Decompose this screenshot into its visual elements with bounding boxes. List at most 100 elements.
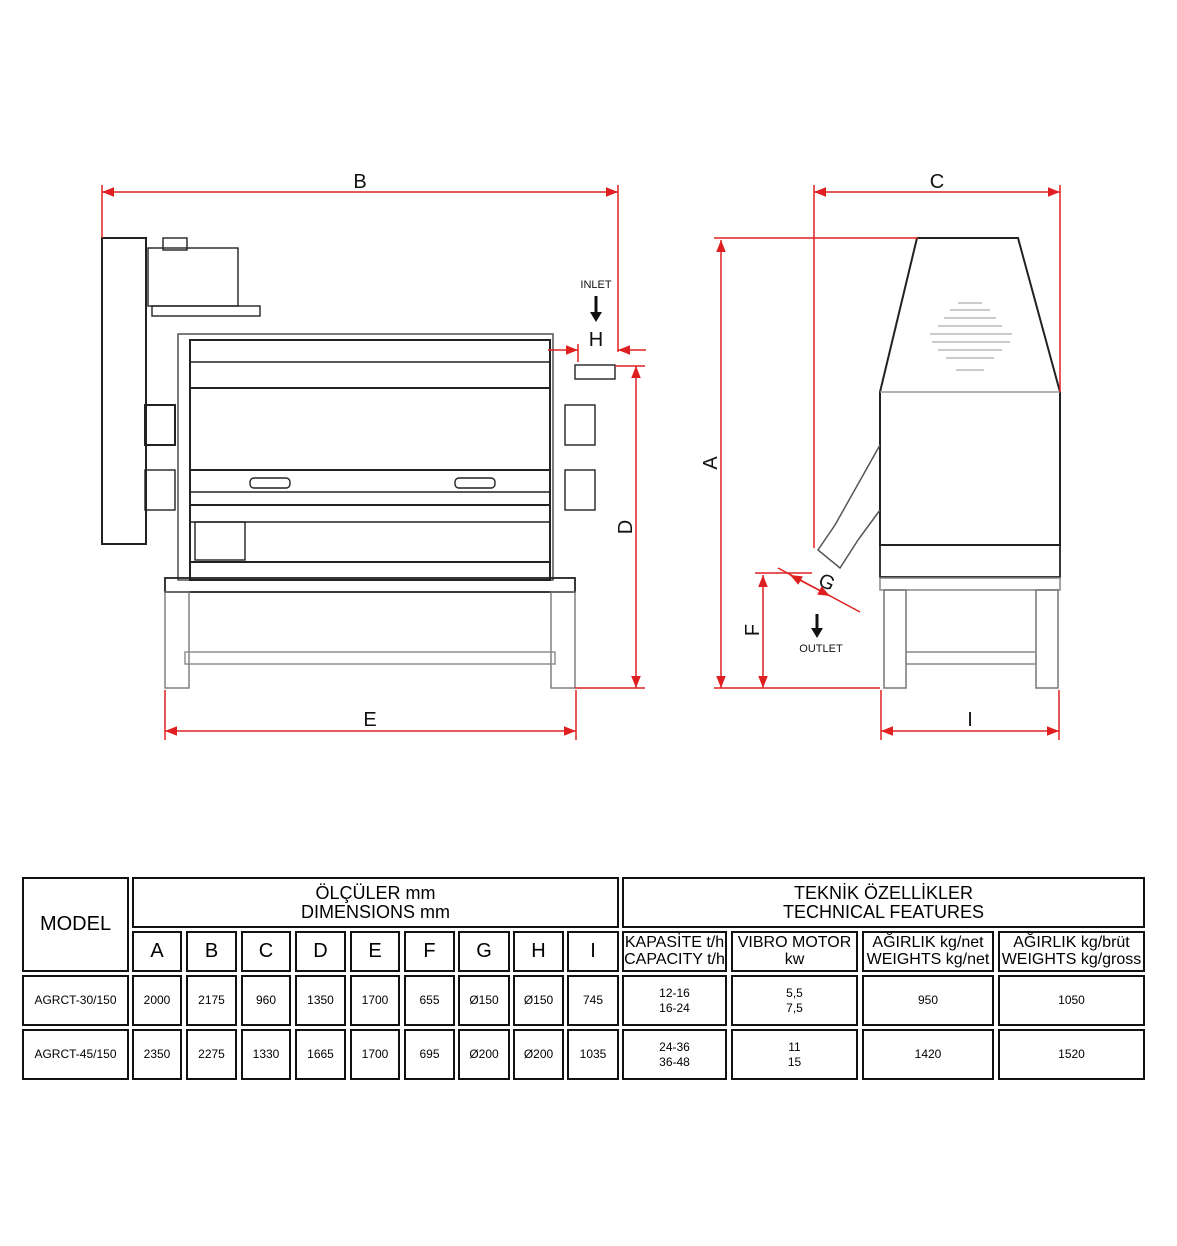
dim-label-h: H <box>589 329 603 351</box>
dim-column-header: B <box>186 931 237 972</box>
gross-weight-cell: 1520 <box>998 1029 1145 1080</box>
outlet-arrow-icon <box>811 614 823 638</box>
tech-column-header-text: kw <box>784 950 805 968</box>
dim-value-cell-text: 2350 <box>143 1047 171 1062</box>
front-view <box>101 237 616 689</box>
dim-label-a: A <box>700 456 722 470</box>
dim-column-header: A <box>132 931 182 972</box>
motor-cell-text: 15 <box>787 1054 802 1069</box>
dim-value-cell: Ø150 <box>513 975 564 1026</box>
dim-value-cell: Ø200 <box>513 1029 564 1080</box>
inlet-arrow-icon <box>590 296 602 322</box>
dim-value-cell: 2275 <box>186 1029 237 1080</box>
dim-value-cell: 2000 <box>132 975 182 1026</box>
technical-drawing: B C A D F E I G H INLET OUTLET <box>101 171 1061 740</box>
dim-value-cell-text: 2175 <box>198 993 225 1008</box>
tech-column-header-text: AĞIRLIK kg/net <box>872 933 984 951</box>
dim-value-cell: 2350 <box>132 1029 182 1080</box>
capacity-cell-text: 12-16 <box>659 985 690 1000</box>
dim-value-cell: Ø150 <box>458 975 510 1026</box>
capacity-cell-text: 24-36 <box>659 1039 690 1054</box>
dim-value-cell: 1665 <box>295 1029 346 1080</box>
net-weight-cell: 950 <box>862 975 994 1026</box>
dim-value-cell-text: 1700 <box>361 1047 389 1062</box>
dim-value-cell-text: Ø200 <box>523 1047 554 1062</box>
dim-column-header: D <box>295 931 346 972</box>
dim-column-header-text: H <box>531 940 546 962</box>
dim-value-cell-text: 1700 <box>361 993 389 1008</box>
dim-value-cell-text: 745 <box>582 993 604 1008</box>
dim-label-e: E <box>363 709 376 731</box>
dim-value-cell-text: 1330 <box>252 1047 280 1062</box>
gross-weight-cell-text: 1520 <box>1058 1047 1085 1062</box>
side-view <box>816 237 1061 689</box>
dim-value-cell: 2175 <box>186 975 237 1026</box>
dim-value-cell-text: 1035 <box>579 1047 607 1062</box>
dim-value-cell: 960 <box>241 975 291 1026</box>
dim-value-cell: 1035 <box>567 1029 619 1080</box>
dim-column-header-text: I <box>590 940 596 962</box>
model-cell: AGRCT-45/150 <box>22 1029 129 1080</box>
dimensions-header-tr: ÖLÇÜLER mm <box>315 882 436 903</box>
net-weight-cell-text: 950 <box>917 993 939 1008</box>
dim-label-b: B <box>353 171 366 193</box>
technical-header-tr: TEKNİK ÖZELLİKLER <box>793 882 974 903</box>
model-cell-text: AGRCT-30/150 <box>34 993 117 1008</box>
dim-column-header-text: D <box>313 940 328 962</box>
dim-label-d: D <box>615 520 637 534</box>
dim-value-cell-text: Ø150 <box>469 993 499 1008</box>
dim-column-header: G <box>458 931 510 972</box>
dim-label-i: I <box>967 709 973 731</box>
dim-column-header: C <box>241 931 291 972</box>
dim-value-cell-text: 960 <box>255 993 277 1008</box>
dim-value-cell: 655 <box>404 975 455 1026</box>
tech-column-header-text: WEIGHTS kg/gross <box>1001 950 1142 968</box>
dim-label-g: G <box>815 569 838 596</box>
dim-value-cell-text: 1665 <box>307 1047 334 1062</box>
dim-value-cell: Ø200 <box>458 1029 510 1080</box>
dim-label-c: C <box>930 171 944 193</box>
model-header: MODEL <box>22 877 129 972</box>
capacity-cell-text: 36-48 <box>659 1054 690 1069</box>
tech-column-header-text: WEIGHTS kg/net <box>866 950 990 968</box>
dim-column-header: H <box>513 931 564 972</box>
dim-column-header-text: C <box>258 940 274 962</box>
dim-value-cell: 1350 <box>295 975 346 1026</box>
dim-column-header: I <box>567 931 619 972</box>
tech-column-header-text: VIBRO MOTOR <box>737 933 852 951</box>
model-cell-text: AGRCT-45/150 <box>34 1047 117 1062</box>
tech-column-header-text: AĞIRLIK kg/brüt <box>1013 933 1130 951</box>
technical-header-en: TECHNICAL FEATURES <box>782 901 985 922</box>
dim-value-cell-text: 2000 <box>143 993 171 1008</box>
dim-column-header-text: A <box>150 940 164 962</box>
dimension-lines <box>101 185 1061 740</box>
motor-cell-text: 11 <box>788 1039 801 1054</box>
dim-value-cell-text: 695 <box>419 1047 440 1062</box>
dim-value-cell: 1700 <box>350 1029 400 1080</box>
dim-value-cell: 745 <box>567 975 619 1026</box>
dim-column-header-text: B <box>204 940 219 962</box>
capacity-cell-text: 16-24 <box>659 1000 690 1015</box>
net-weight-cell: 1420 <box>862 1029 994 1080</box>
dimensions-header-en: DIMENSIONS mm <box>300 901 450 922</box>
motor-cell-text: 5,5 <box>786 985 803 1000</box>
dim-value-cell-text: 2275 <box>198 1047 225 1062</box>
dim-value-cell-text: 1350 <box>307 993 334 1008</box>
dim-column-header-text: E <box>368 940 382 962</box>
outlet-label: OUTLET <box>799 643 843 655</box>
tech-column-header-text: CAPACITY t/h <box>624 950 725 968</box>
tech-column-header-text: KAPASİTE t/h <box>624 933 725 951</box>
gross-weight-cell-text: 1050 <box>1058 993 1085 1008</box>
dim-value-cell: 695 <box>404 1029 455 1080</box>
